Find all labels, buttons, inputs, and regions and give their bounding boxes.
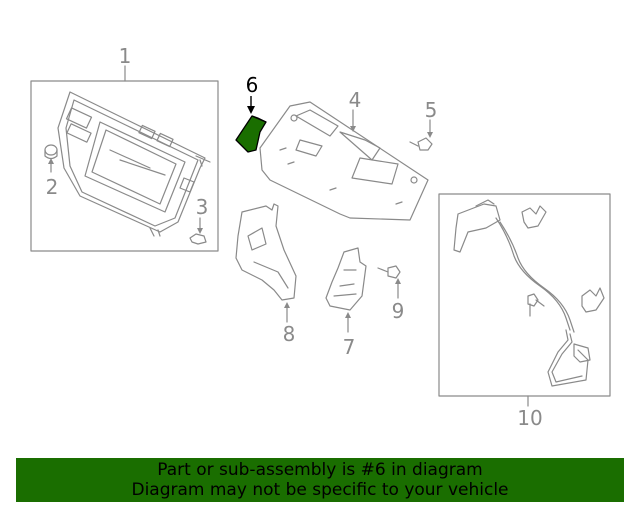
- part-10-harness-group[interactable]: [438, 193, 611, 407]
- group-box-10: [438, 193, 611, 397]
- part-5-screw[interactable]: [409, 119, 433, 151]
- part-6-highlighted[interactable]: [235, 96, 267, 153]
- callout-8: 8: [283, 322, 296, 346]
- part-3-clip[interactable]: [189, 217, 207, 245]
- callout-10: 10: [517, 406, 542, 430]
- part-4-mounting-plate[interactable]: [259, 101, 429, 221]
- info-banner: Part or sub-assembly is #6 in diagram Di…: [16, 458, 624, 502]
- part-8-bracket[interactable]: [235, 203, 297, 323]
- part-2-knob[interactable]: [44, 144, 58, 173]
- callout-9: 9: [392, 299, 405, 323]
- group-box-1: [30, 80, 219, 252]
- callout-2: 2: [46, 175, 59, 199]
- callout-7: 7: [343, 335, 356, 359]
- callout-4: 4: [349, 88, 362, 112]
- part-7-bracket[interactable]: [325, 247, 367, 333]
- banner-line-2: Diagram may not be specific to your vehi…: [131, 480, 509, 500]
- callout-1: 1: [119, 44, 132, 68]
- callout-6: 6: [246, 73, 259, 97]
- part-9-screw[interactable]: [377, 265, 401, 299]
- callout-3: 3: [196, 195, 209, 219]
- harness-drawing: [453, 199, 605, 387]
- display-unit-drawing: [57, 91, 211, 237]
- part-1-display-group[interactable]: [30, 65, 219, 252]
- callout-5: 5: [425, 98, 438, 122]
- banner-line-1: Part or sub-assembly is #6 in diagram: [157, 460, 483, 480]
